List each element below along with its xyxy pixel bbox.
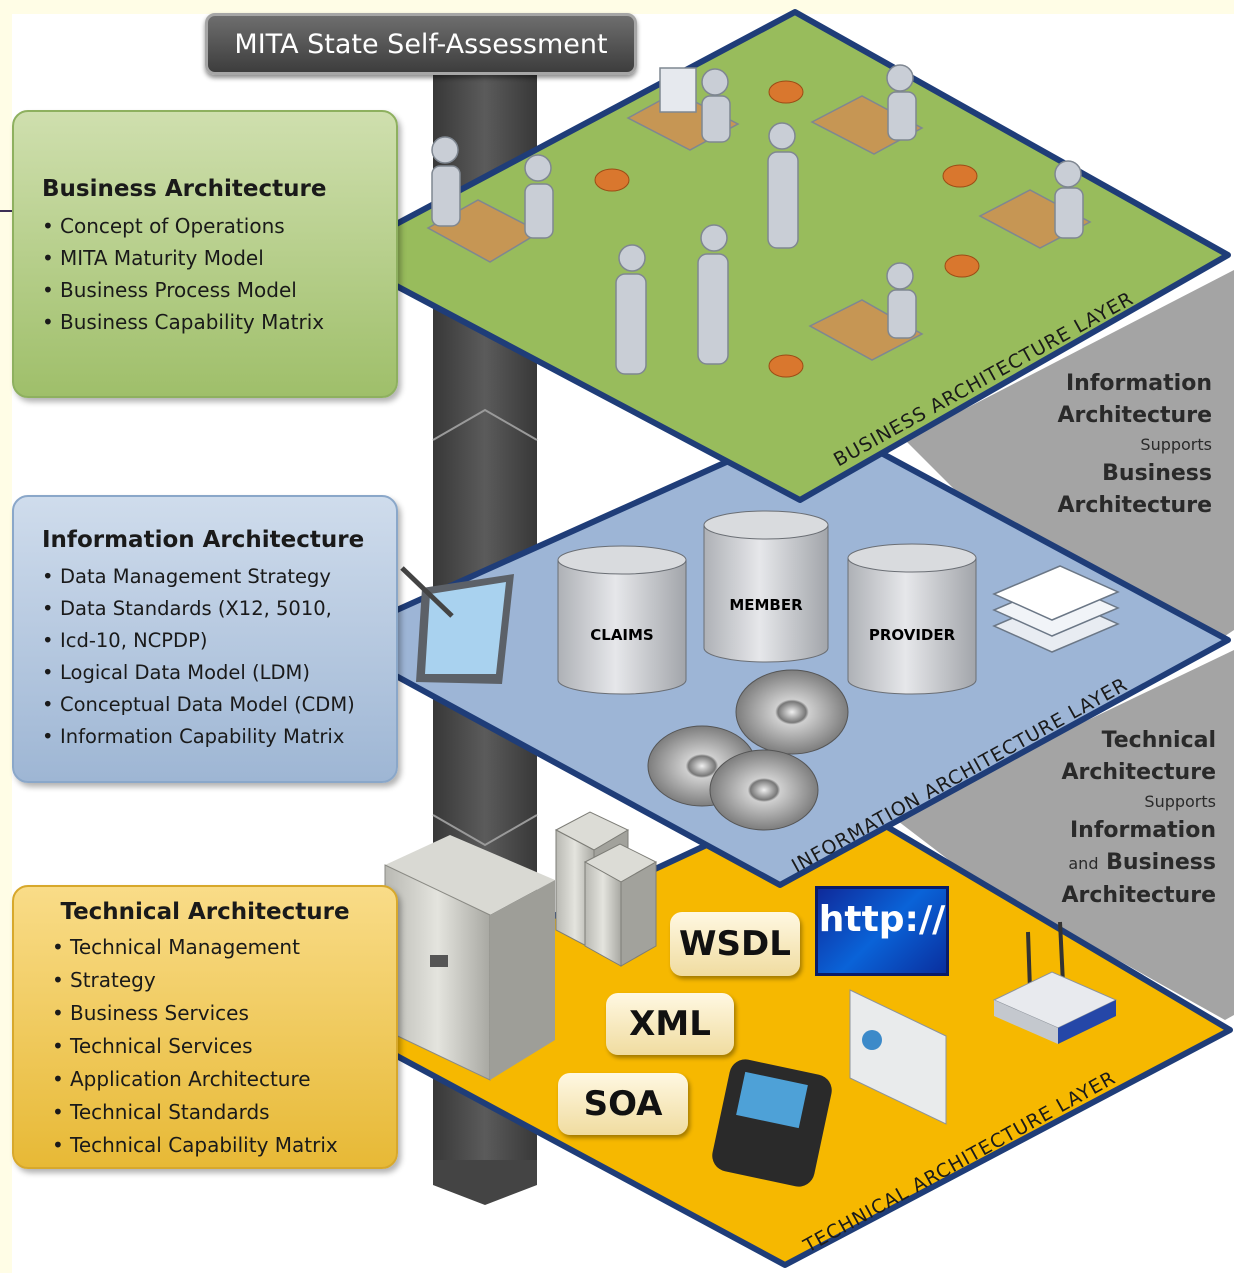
http-badge: http:// <box>815 886 949 976</box>
business-figures <box>426 64 1092 375</box>
list-item: MITA Maturity Model <box>42 242 384 274</box>
wsdl-tag: WSDL <box>670 912 800 976</box>
page-title: MITA State Self-Assessment <box>205 13 637 75</box>
information-card-list: Data Management Strategy Data Standards … <box>42 561 386 753</box>
technical-card-list: Technical Management Strategy Business S… <box>52 931 384 1162</box>
support-note-upper: Information Architecture Supports Busine… <box>1040 368 1212 522</box>
list-item-continuation: Icd-10, NCPDP) <box>42 625 386 657</box>
business-card-heading: Business Architecture <box>42 176 327 202</box>
database-member <box>703 510 829 663</box>
support-lower-business: Business <box>1106 850 1216 875</box>
list-item: Application Architecture <box>52 1063 384 1096</box>
soa-tag: SOA <box>558 1073 688 1135</box>
support-upper-line-1: Information <box>1066 371 1212 396</box>
support-lower-line-2: Architecture <box>1061 760 1216 785</box>
support-note-lower: Technical Architecture Supports Informat… <box>1040 725 1216 912</box>
business-architecture-card: Business Architecture Concept of Operati… <box>12 110 398 398</box>
column-chevron-lower <box>432 814 538 847</box>
business-layer-plate <box>335 9 1231 503</box>
list-item: Concept of Operations <box>42 210 384 242</box>
support-upper-line-5: Architecture <box>1057 493 1212 518</box>
support-lower-line-3: Supports <box>1144 792 1216 811</box>
list-item: Technical Capability Matrix <box>52 1129 384 1162</box>
support-lower-line-1: Technical <box>1101 728 1216 753</box>
document-stack <box>992 565 1120 653</box>
business-card-list: Concept of Operations MITA Maturity Mode… <box>42 210 384 338</box>
list-item: Business Process Model <box>42 274 384 306</box>
list-item-continuation: Strategy <box>52 964 384 997</box>
cd-discs <box>647 669 849 831</box>
database-member-label: MEMBER <box>729 596 803 614</box>
list-item: Technical Standards <box>52 1096 384 1129</box>
rack-servers <box>554 811 658 967</box>
business-flow-arrows <box>594 80 980 378</box>
column-chevron-upper <box>432 408 538 441</box>
browser-window <box>849 989 947 1125</box>
xml-tag: XML <box>606 993 734 1055</box>
list-item: Technical Services <box>52 1030 384 1063</box>
top-margin-band <box>0 0 1234 14</box>
technical-layer-plate <box>327 787 1233 1268</box>
list-item: Business Capability Matrix <box>42 306 384 338</box>
support-lower-line-6: Architecture <box>1061 883 1216 908</box>
side-panel-lower <box>890 650 1234 1020</box>
list-item: Data Management Strategy <box>42 561 386 593</box>
smartphone <box>712 1059 832 1187</box>
support-upper-line-3: Supports <box>1140 435 1212 454</box>
list-item: Information Capability Matrix <box>42 721 386 753</box>
support-lower-and: and <box>1068 854 1099 873</box>
technical-architecture-card: Technical Architecture Technical Managem… <box>12 885 398 1169</box>
wifi-router <box>992 921 1118 1044</box>
support-lower-line-5: and Business <box>1040 847 1216 880</box>
information-architecture-card: Information Architecture Data Management… <box>12 495 398 783</box>
list-item: Technical Management <box>52 931 384 964</box>
column-base <box>433 1160 537 1205</box>
database-claims <box>557 545 687 695</box>
tablet-device <box>400 566 514 684</box>
information-card-heading: Information Architecture <box>42 527 365 553</box>
support-upper-line-4: Business <box>1102 461 1212 486</box>
database-provider-label: PROVIDER <box>868 626 956 644</box>
left-connector-rule <box>0 210 18 212</box>
technical-card-heading: Technical Architecture <box>60 899 350 925</box>
list-item: Logical Data Model (LDM) <box>42 657 386 689</box>
list-item: Conceptual Data Model (CDM) <box>42 689 386 721</box>
support-lower-line-4: Information <box>1070 818 1216 843</box>
support-upper-line-2: Architecture <box>1057 403 1212 428</box>
tower-server <box>384 835 555 1081</box>
list-item: Business Services <box>52 997 384 1030</box>
database-provider <box>847 543 977 695</box>
list-item: Data Standards (X12, 5010, <box>42 593 386 625</box>
left-margin-band <box>0 0 12 1273</box>
side-panel-upper <box>905 270 1234 636</box>
database-claims-label: CLAIMS <box>590 626 654 644</box>
